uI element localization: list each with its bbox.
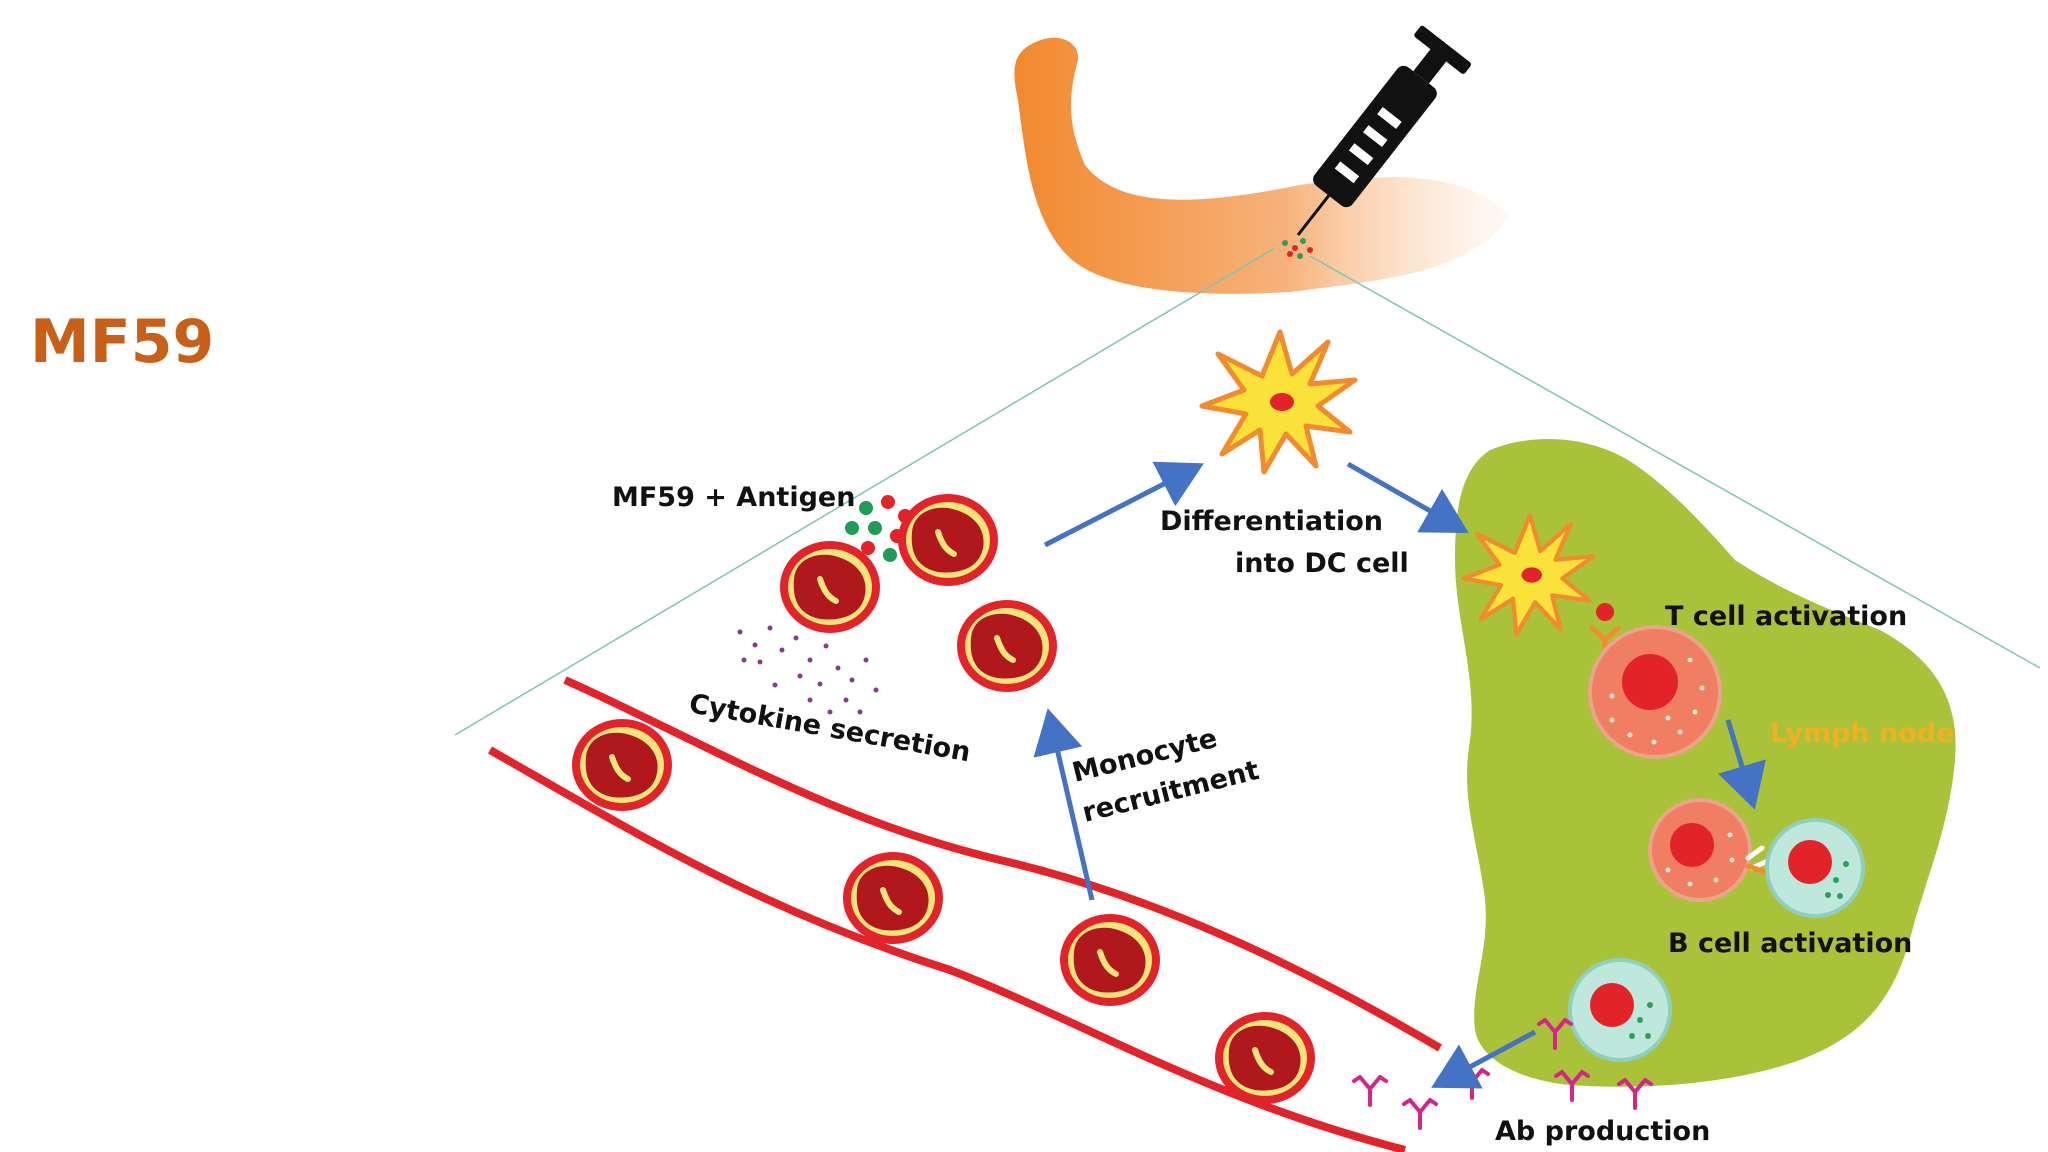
- label-t-cell-activation: T cell activation: [1665, 601, 1907, 632]
- vessel-cell: [572, 719, 672, 811]
- label-ab-production: Ab production: [1495, 1116, 1710, 1147]
- injection-site: [1282, 238, 1313, 259]
- tissue-edge-right: [1309, 255, 2041, 669]
- tissue-monocyte: [957, 600, 1057, 692]
- page-title: MF59: [30, 307, 214, 377]
- arm-icon: [1014, 37, 1510, 294]
- vessel-cell: [1060, 914, 1160, 1006]
- arrow-monocyte-recruitment: [1033, 708, 1095, 901]
- label-mf59-antigen: MF59 + Antigen: [612, 482, 855, 513]
- tissue-monocyte: [898, 494, 998, 586]
- dendritic-cell-icon: [1199, 329, 1358, 475]
- arrow-ab-release: [1431, 1029, 1537, 1089]
- label-differentiation-1: Differentiation: [1160, 506, 1383, 537]
- arrow-to-dc: [1043, 461, 1204, 548]
- arrow-t-to-b: [1717, 719, 1766, 810]
- antibody-icon: [1352, 1075, 1388, 1107]
- label-differentiation-2: into DC cell: [1235, 548, 1409, 579]
- label-b-cell-activation: B cell activation: [1668, 928, 1912, 959]
- mf59-antigen-particles: [845, 495, 912, 562]
- cytokine-particles: [737, 625, 879, 715]
- syringe-icon: [1296, 25, 1471, 236]
- tissue-edge-left: [454, 247, 1276, 736]
- t-b-cell-interaction: [1648, 798, 1865, 918]
- arrow-to-lymph-node: [1346, 461, 1469, 533]
- vessel-cell: [843, 852, 943, 944]
- vessel-cell: [1215, 1012, 1315, 1104]
- tissue-monocyte: [780, 541, 880, 633]
- dendritic-cell-icon: [1461, 513, 1596, 637]
- blood-vessel-wall-top: [563, 676, 1443, 1052]
- antibody-icon: [1402, 1098, 1438, 1130]
- lymph-node-label: Lymph node: [1770, 718, 1954, 749]
- t-cell: [1588, 625, 1722, 759]
- plasma-cell: [1568, 958, 1672, 1062]
